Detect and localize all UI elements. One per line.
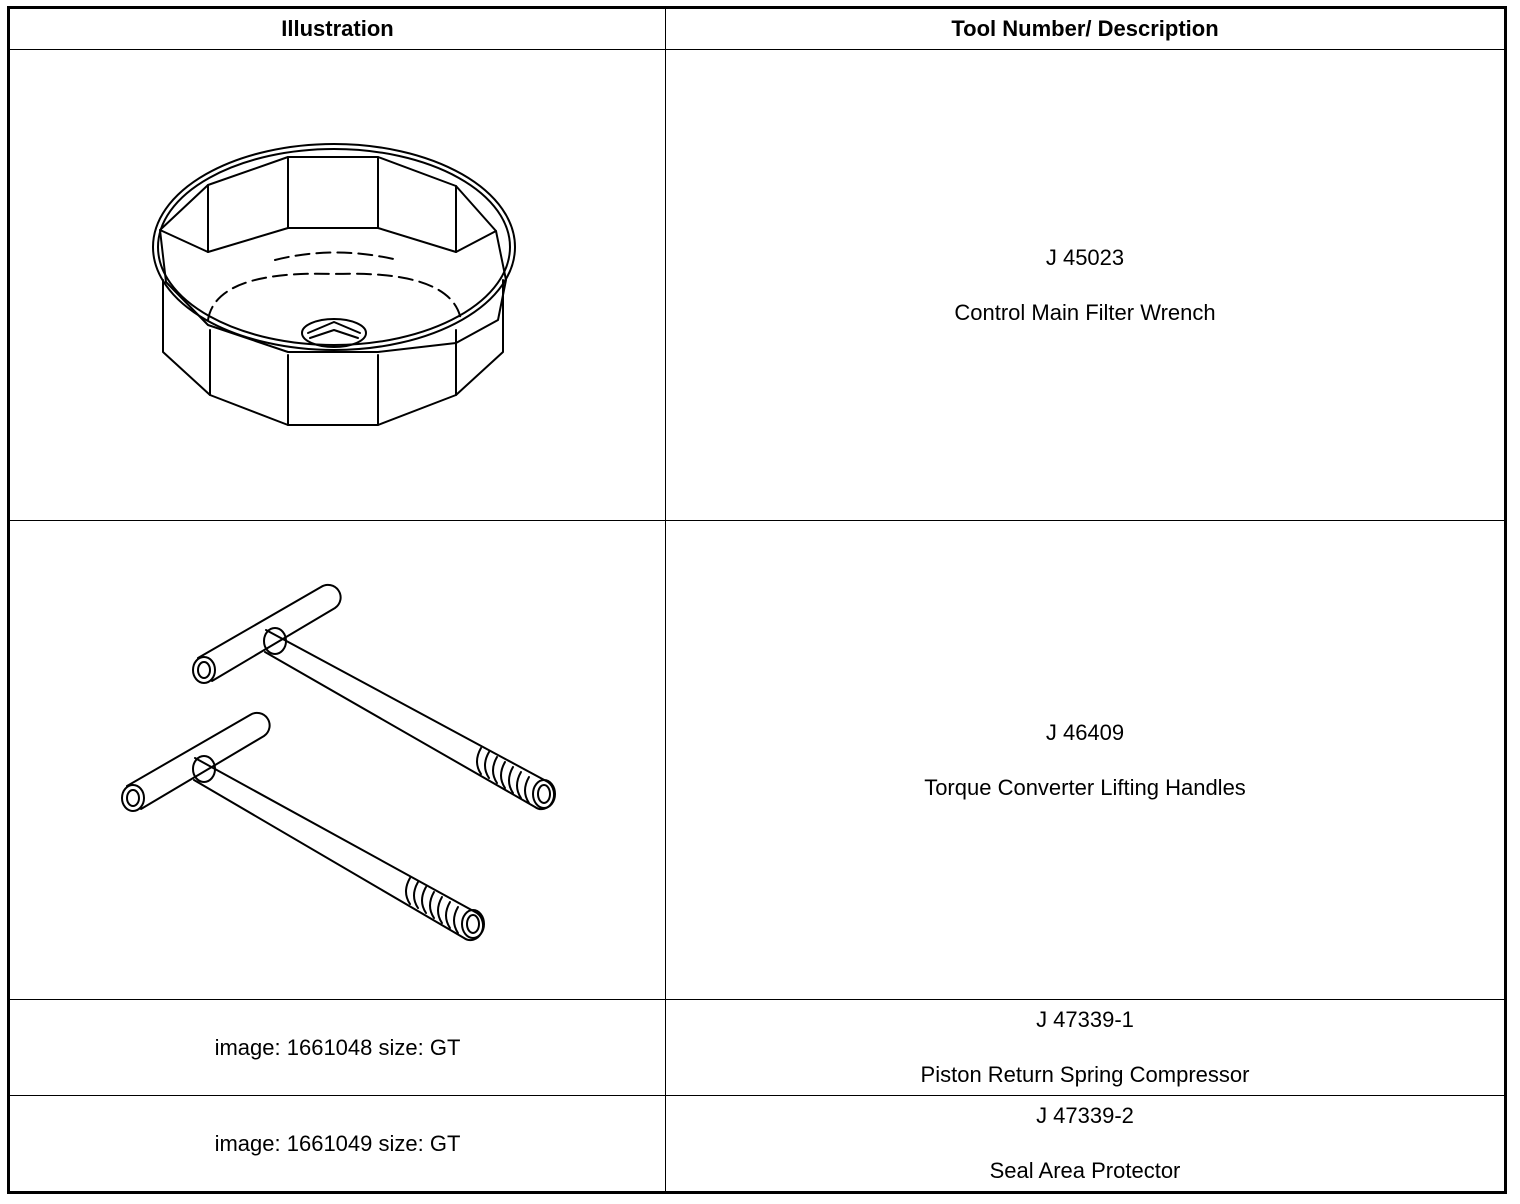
table-row: J 45023 Control Main Filter Wrench xyxy=(8,49,1506,521)
illustration-cell xyxy=(8,520,666,1000)
description-cell: J 47339-2 Seal Area Protector xyxy=(665,1095,1506,1193)
tool-name: Piston Return Spring Compressor xyxy=(920,1062,1250,1087)
description-cell: J 46409 Torque Converter Lifting Handles xyxy=(665,520,1506,1000)
lower-t-handle xyxy=(120,711,485,942)
tool-table: Illustration Tool Number/ Description xyxy=(7,6,1507,1194)
tool-name: Seal Area Protector xyxy=(989,1158,1181,1183)
description-cell: J 47339-1 Piston Return Spring Compresso… xyxy=(665,999,1506,1096)
tool-name: Control Main Filter Wrench xyxy=(954,299,1216,325)
upper-t-handle xyxy=(191,583,556,811)
illustration-cell: image: 1661048 size: GT xyxy=(8,999,666,1096)
illustration-cell: image: 1661049 size: GT xyxy=(8,1095,666,1193)
header-description: Tool Number/ Description xyxy=(665,7,1506,50)
header-row: Illustration Tool Number/ Description xyxy=(8,7,1506,50)
image-placeholder-text: image: 1661049 size: GT xyxy=(214,1130,461,1156)
tool-name: Torque Converter Lifting Handles xyxy=(924,774,1246,800)
image-placeholder-text: image: 1661048 size: GT xyxy=(214,1034,461,1060)
tool-number: J 46409 xyxy=(1045,719,1125,745)
description-cell: J 45023 Control Main Filter Wrench xyxy=(665,49,1506,521)
illustration-cell xyxy=(8,49,666,521)
table-row: image: 1661049 size: GT J 47339-2 Seal A… xyxy=(8,1095,1506,1193)
tool-number: J 47339-1 xyxy=(1036,1007,1134,1032)
table-row: J 46409 Torque Converter Lifting Handles xyxy=(8,520,1506,1000)
tool-number: J 45023 xyxy=(1045,244,1125,270)
header-illustration: Illustration xyxy=(8,7,666,50)
filter-wrench-cup-icon xyxy=(151,143,516,426)
tool-number: J 47339-2 xyxy=(1036,1103,1134,1128)
table-row: image: 1661048 size: GT J 47339-1 Piston… xyxy=(8,999,1506,1096)
t-handle-lifting-icon xyxy=(120,583,556,942)
